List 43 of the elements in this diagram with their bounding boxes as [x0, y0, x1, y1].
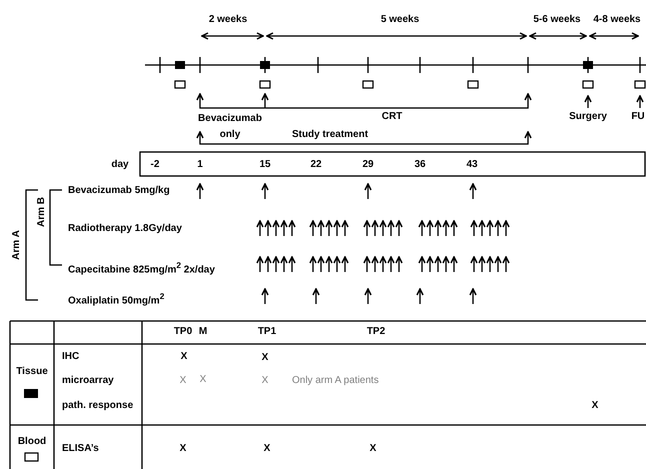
treatment-label: Capecitabine 825mg/m$^{2}$ 2x/day	[68, 259, 215, 276]
duration-label: 4-8 weeks	[593, 14, 641, 26]
timepoint-header: TP1	[258, 326, 276, 338]
timepoint-header: TP2	[366, 326, 386, 338]
duration-label: 2 weeks	[208, 14, 248, 26]
assay-label: path. response	[62, 400, 134, 412]
check-mark: X	[370, 443, 376, 455]
check-mark: X	[262, 375, 268, 387]
check-mark: X	[264, 443, 270, 455]
event-label: Surgery	[569, 111, 607, 123]
day-number: 22	[310, 159, 322, 171]
timepoint-header: TP0	[174, 326, 192, 338]
row-header: Blood	[18, 436, 46, 448]
assay-label: microarray	[62, 375, 114, 387]
assay-label: IHC	[62, 351, 80, 363]
note-text: Only arm A patients	[292, 375, 379, 387]
arm-label: Arm B	[36, 197, 48, 227]
treatment-label: Radiotherapy 1.8Gy/day	[68, 223, 182, 235]
treatment-label: Oxaliplatin 50mg/m$^{2}$	[68, 290, 164, 308]
day-number: -2	[150, 159, 160, 171]
day-number: 29	[362, 159, 374, 171]
arm-label: Arm A	[11, 230, 23, 260]
treatment-label: Bevacizumab 5mg/kg	[68, 185, 170, 197]
check-mark: X	[200, 374, 206, 386]
day-number: 36	[414, 159, 426, 171]
assay-label: ELISA’s	[62, 443, 99, 455]
phase-label: Bevacizumab only	[197, 112, 263, 142]
day-number: 15	[259, 159, 271, 171]
timepoint-header: M	[198, 326, 208, 338]
day-number: 43	[466, 159, 478, 171]
check-mark: X	[180, 443, 186, 455]
event-label: FU	[631, 111, 645, 123]
check-mark: X	[180, 375, 186, 387]
axis-label: day	[111, 159, 129, 171]
check-mark: X	[180, 351, 188, 363]
row-header: Tissue	[16, 366, 48, 378]
duration-label: 5 weeks	[380, 14, 420, 26]
phase-label: Study treatment	[292, 129, 368, 141]
check-mark: X	[592, 400, 598, 412]
check-mark: X	[262, 352, 268, 364]
duration-label: 5-6 weeks	[533, 14, 581, 26]
day-number: 1	[197, 159, 203, 171]
phase-label: CRT	[382, 111, 402, 123]
